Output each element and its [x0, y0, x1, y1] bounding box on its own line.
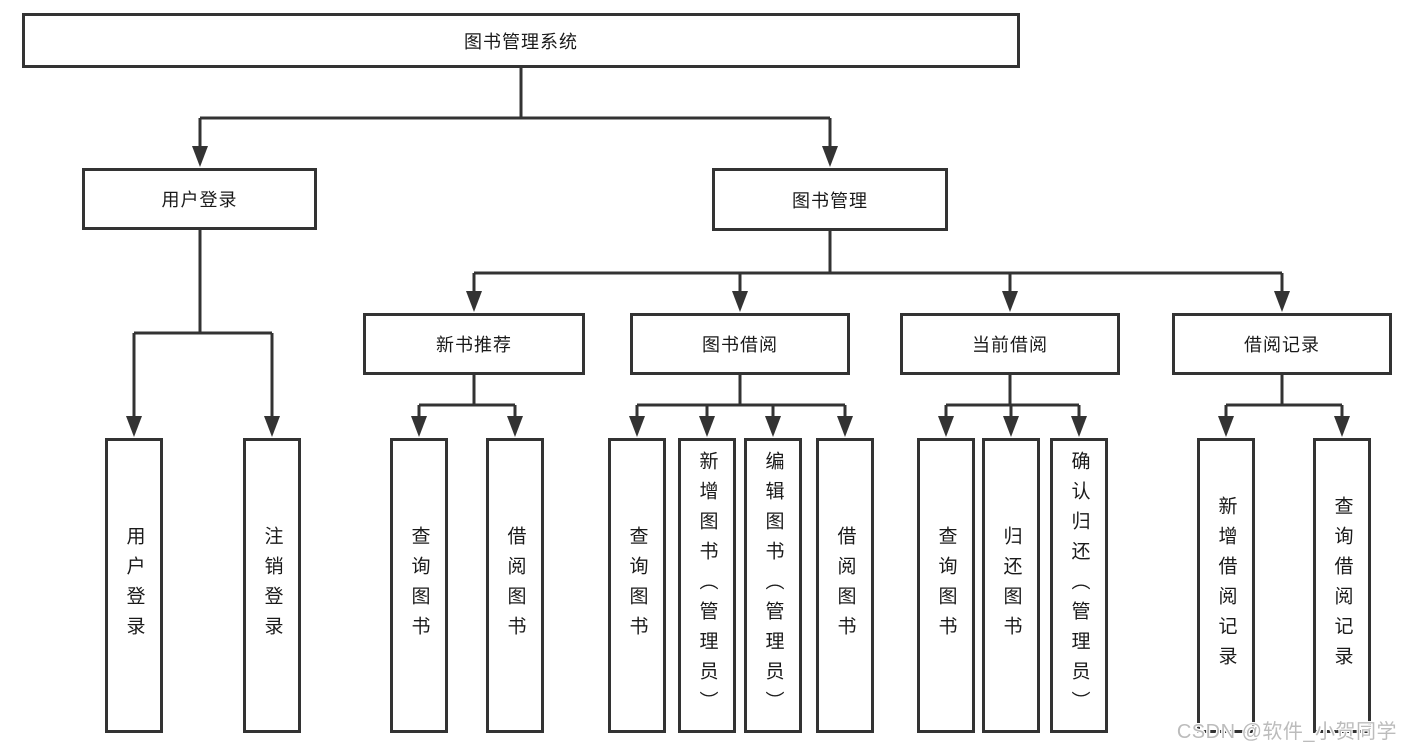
- node-label: 归还图书: [1000, 525, 1022, 646]
- node-confirm-return-admin: 确认归还（管理员）: [1050, 438, 1108, 733]
- node-new-book-recommend: 新书推荐: [363, 313, 585, 375]
- node-logout: 注销登录: [243, 438, 301, 733]
- node-label: 新增图书（管理员）: [696, 450, 718, 721]
- node-label: 借阅图书: [834, 525, 856, 646]
- node-user-login: 用户登录: [105, 438, 163, 733]
- node-query-books-recommend: 查询图书: [390, 438, 448, 733]
- node-label: 查询图书: [626, 525, 648, 646]
- connector-current-to-children: [944, 375, 1081, 418]
- node-label: 确认归还（管理员）: [1068, 450, 1090, 721]
- connector-userlogin-to-children: [132, 230, 274, 418]
- node-label: 编辑图书（管理员）: [762, 450, 784, 721]
- node-book-borrowing: 图书借阅: [630, 313, 850, 375]
- node-query-borrow-record: 查询借阅记录: [1313, 438, 1371, 733]
- node-add-books-admin: 新增图书（管理员）: [678, 438, 736, 733]
- node-book-management-module: 图书管理: [712, 168, 948, 231]
- node-return-books: 归还图书: [982, 438, 1040, 733]
- node-label: 查询图书: [935, 525, 957, 646]
- node-library-management-system: 图书管理系统: [22, 13, 1020, 68]
- node-borrow-books-recommend: 借阅图书: [486, 438, 544, 733]
- node-label: 查询图书: [408, 525, 430, 646]
- node-borrow-books: 借阅图书: [816, 438, 874, 733]
- connector-newbooks-to-children: [417, 375, 517, 418]
- node-label: 查询借阅记录: [1331, 495, 1353, 676]
- node-label: 注销登录: [261, 525, 283, 646]
- node-label: 新增借阅记录: [1215, 495, 1237, 676]
- node-add-borrow-record: 新增借阅记录: [1197, 438, 1255, 733]
- node-current-borrowing: 当前借阅: [900, 313, 1120, 375]
- connector-borrowing-to-children: [635, 375, 847, 418]
- connector-records-to-children: [1224, 375, 1344, 418]
- node-borrowing-records: 借阅记录: [1172, 313, 1392, 375]
- node-label: 用户登录: [123, 525, 145, 646]
- node-query-books-borrowing: 查询图书: [608, 438, 666, 733]
- node-user-login-module: 用户登录: [82, 168, 317, 230]
- node-query-books-current: 查询图书: [917, 438, 975, 733]
- watermark: CSDN @软件_小贺同学: [1176, 721, 1397, 743]
- connector-root-to-level2: [198, 68, 832, 148]
- node-edit-books-admin: 编辑图书（管理员）: [744, 438, 802, 733]
- connector-bookmgmt-to-level3: [472, 231, 1284, 293]
- node-label: 借阅图书: [504, 525, 526, 646]
